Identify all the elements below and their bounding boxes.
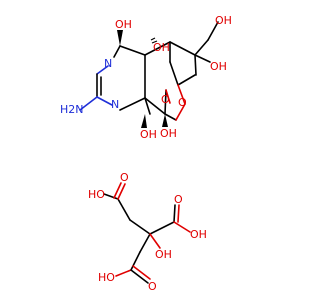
o-label-top-left: O (120, 171, 129, 184)
oh-label-top: OH (115, 18, 132, 31)
o-label-bottom: O (148, 280, 157, 293)
o-label-bridge-left: O (161, 93, 170, 106)
oh-label-upper-cage: OH (153, 41, 170, 54)
molecule-drawing: OH OH OH OH OH OH O O N N H2N O HO (60, 14, 232, 293)
oh-label-bottom-right: OH (160, 127, 177, 140)
n-label-upper: N (104, 57, 112, 70)
oh-label-right: OH (210, 60, 227, 73)
oh-label-center: OH (155, 248, 172, 261)
citric-acid-structure: O HO O OH OH HO O (88, 171, 207, 293)
o-label-bridge-right: O (178, 96, 187, 109)
oh-label-ch2oh: OH (215, 14, 232, 27)
nh2-label: H2N (60, 103, 84, 116)
oh-label-bottom-left: OH (140, 128, 157, 141)
tetrodotoxin-structure: OH OH OH OH OH OH O O N N H2N (60, 14, 232, 141)
ho-label-bottom-left: HO (98, 271, 115, 284)
o-label-top-right: O (174, 193, 183, 206)
n-label-lower: N (111, 98, 119, 111)
ho-label-top-left: HO (88, 188, 105, 201)
oh-label-right: OH (190, 228, 207, 241)
